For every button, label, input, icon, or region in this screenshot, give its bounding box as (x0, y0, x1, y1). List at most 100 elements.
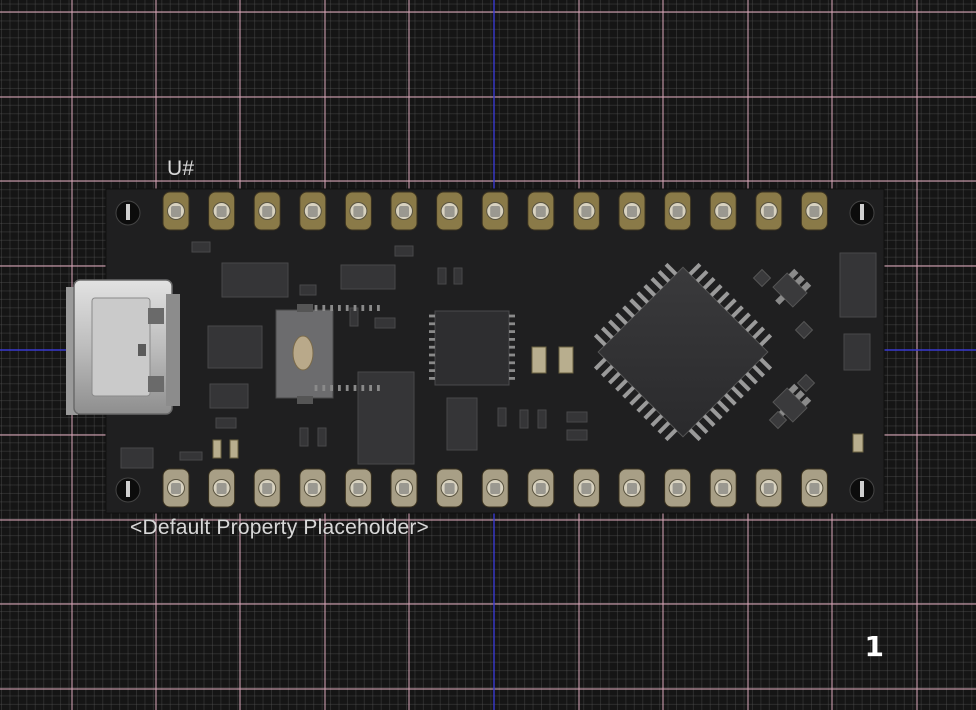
mcu-pin (745, 319, 758, 333)
sot-lead (794, 275, 805, 286)
pin-tip (535, 206, 546, 217)
qfn-pad (330, 385, 333, 391)
mcu-pin (702, 277, 716, 290)
qfn-pad (429, 361, 435, 365)
mcu-pin (664, 262, 678, 276)
qfn-pad (509, 338, 515, 341)
pin-tip (581, 483, 592, 494)
button-lead (297, 396, 313, 404)
sot-lead (801, 396, 812, 407)
qfn-pad (314, 385, 318, 391)
qfn-pad (330, 305, 333, 311)
qfn-pad (338, 305, 341, 311)
sot-lead (788, 383, 799, 394)
sot-body (772, 387, 808, 423)
pad-bottom (299, 468, 327, 508)
mcu-pin (593, 333, 607, 347)
smd-component (566, 411, 588, 423)
mcu-pin (629, 393, 642, 406)
pad-bottom (800, 468, 828, 508)
smd-component (453, 267, 463, 285)
smd-component (357, 371, 415, 465)
qfn-pad (429, 338, 435, 341)
qfn-pad (322, 385, 326, 391)
pin-tip (399, 483, 409, 494)
pad-top (709, 191, 737, 231)
qfn-pad (429, 345, 435, 349)
pad-bottom (253, 468, 281, 508)
pin-tip (672, 483, 683, 494)
mcu-pin (636, 291, 650, 304)
hole-marker (860, 204, 864, 220)
comment-label[interactable]: <Default Property Placeholder> (130, 516, 430, 539)
mcu-pin (695, 269, 709, 283)
capacitor (212, 439, 222, 459)
qfn-pad (322, 305, 326, 311)
pad-bottom (527, 468, 555, 508)
mcu-pin (664, 428, 678, 442)
smd-component (191, 241, 211, 253)
mcu-pin (643, 407, 657, 420)
capacitor (558, 346, 574, 374)
pad-bottom (618, 468, 646, 508)
pad-bottom (664, 468, 692, 508)
mcu-pin (738, 312, 751, 326)
pin-tip (627, 206, 637, 217)
mcu-pin (600, 364, 614, 378)
qfn-pad (509, 353, 515, 357)
mcu-pin (752, 326, 766, 340)
usb-inner (91, 297, 151, 397)
mcu-pin (709, 284, 723, 297)
pin-tip (490, 483, 501, 494)
usb-slot (138, 344, 146, 356)
qfn-pad (509, 369, 515, 372)
capacitor (852, 433, 864, 453)
smd-component (839, 252, 877, 318)
mcu-pin (702, 414, 716, 427)
pin-tip (353, 206, 364, 217)
designator-label[interactable]: U# (167, 157, 195, 180)
mcu-pin (752, 364, 766, 378)
mcu-pin (759, 333, 773, 347)
smd-component (752, 268, 772, 288)
mcu-pin (615, 378, 628, 392)
pin-tip (353, 483, 364, 494)
usb-back (166, 294, 180, 406)
pin-tip (307, 206, 318, 217)
pad-top (755, 191, 783, 231)
mcu-pin (615, 312, 628, 326)
sot-lead (788, 268, 799, 279)
pin-tip (763, 483, 774, 494)
smd-component (497, 407, 507, 427)
pin-tip (627, 483, 637, 494)
pad-bottom (208, 468, 236, 508)
qfn-pad (353, 385, 357, 391)
pin-tip (171, 483, 181, 494)
qfn-pad (509, 361, 515, 365)
smd-component (299, 284, 317, 296)
pin-tip (216, 483, 227, 494)
smd-component (446, 397, 478, 451)
mcu-pin (759, 357, 773, 371)
sot-body (772, 272, 808, 308)
pin-tip (262, 483, 273, 494)
smd-component (120, 447, 154, 469)
mcu-pin (657, 421, 671, 435)
usb-tab (148, 376, 164, 392)
sot-transistor (772, 383, 812, 423)
pad-bottom (709, 468, 737, 508)
qfn-pad (377, 305, 380, 311)
qfn-pad (509, 330, 515, 333)
sot-transistor (772, 268, 812, 308)
pad-top (572, 191, 600, 231)
pad-top (390, 191, 418, 231)
qfn-pad (345, 305, 349, 311)
qfn-pad (429, 353, 435, 357)
mcu-pin (745, 371, 758, 385)
sot-lead (801, 281, 812, 292)
mcu-pin (629, 298, 642, 311)
qfn-pad (509, 322, 515, 326)
sot-lead (794, 390, 805, 401)
